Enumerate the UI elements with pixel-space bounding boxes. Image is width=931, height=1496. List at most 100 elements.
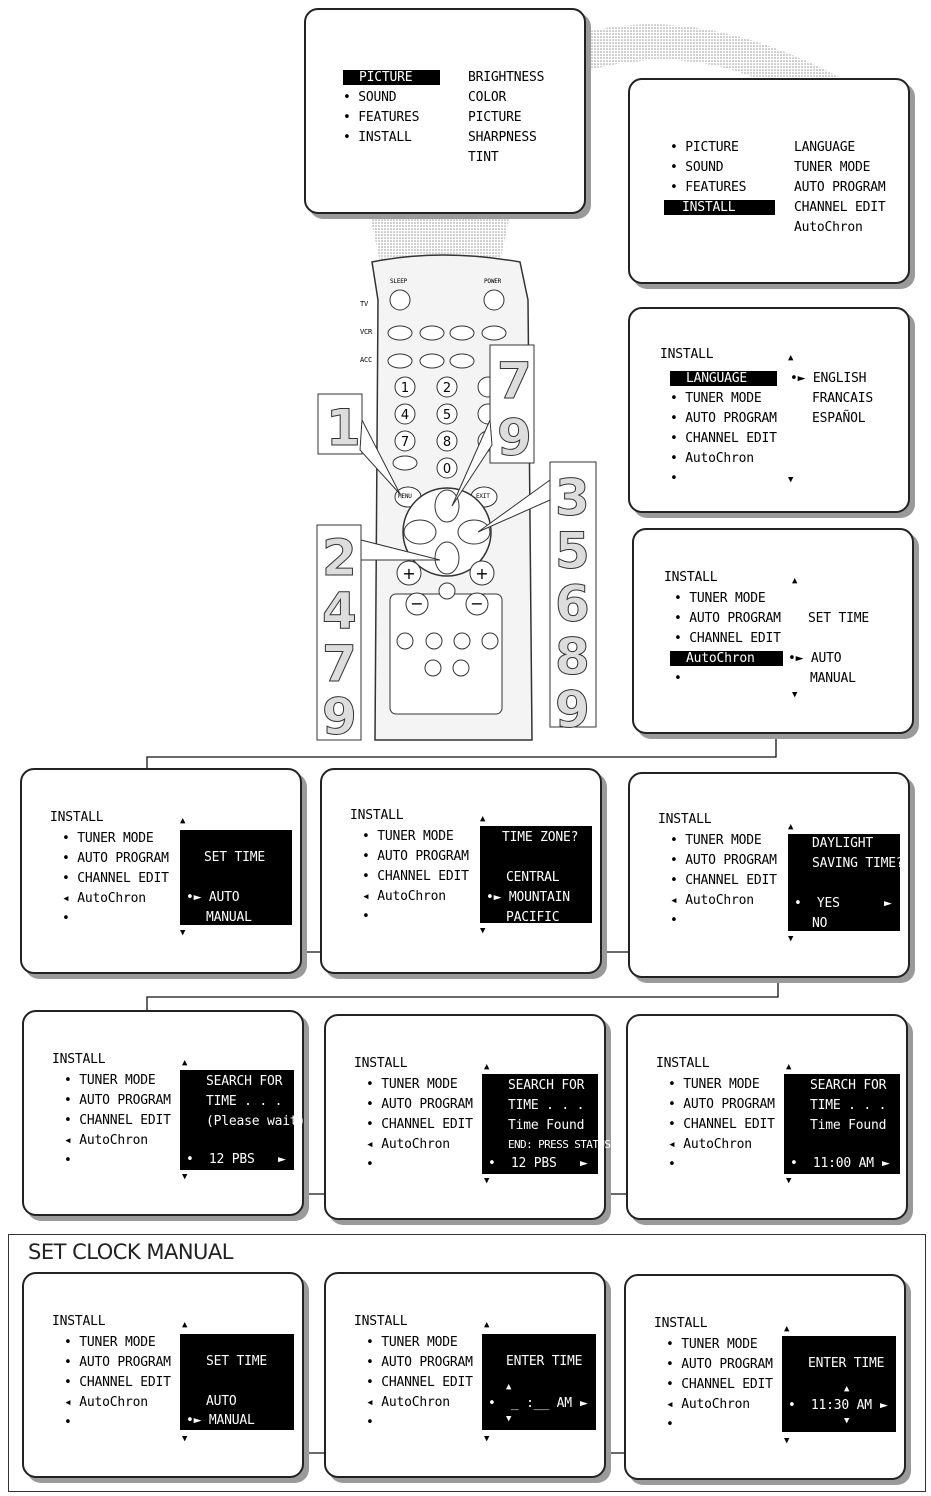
svg-text:9: 9 [555,681,590,739]
install-item-channel-edit[interactable]: CHANNEL EDIT [689,631,781,646]
svg-text:7: 7 [322,635,357,693]
digit-4: 4 [401,408,409,423]
option-auto-selected[interactable]: AUTO [208,890,240,905]
exit-button-label[interactable]: EXIT [476,493,490,500]
step-number-1: 1 [326,399,361,457]
svg-text:+: + [402,564,415,583]
menu-item-features[interactable]: FEATURES [358,110,420,125]
search-time-found-screen: INSTALL • TUNER MODE • AUTO PROGRAM • CH… [324,1014,611,1220]
option-manual[interactable]: MANUAL [206,910,252,925]
screen-title: INSTALL [350,808,404,823]
install-item-tuner-mode[interactable]: TUNER MODE [689,591,766,606]
menu-item-sound[interactable]: SOUND [685,160,724,175]
svg-text:9: 9 [322,688,357,746]
set-time-manual[interactable]: MANUAL [810,671,856,686]
set-clock-manual-section [8,1234,926,1492]
screen-title: INSTALL [52,1314,106,1329]
menu-item-picture-selected[interactable]: PICTURE [343,70,441,85]
channel-readout: 12 PBS [208,1152,255,1167]
menu-item-picture[interactable]: PICTURE [685,140,739,155]
language-option[interactable]: ESPAÑOL [812,411,866,426]
submenu-panel: DAYLIGHT SAVING TIME? • YES ► NO [788,834,904,931]
install-menu-screen: • PICTURE • SOUND • FEATURES INSTALL LAN… [628,78,910,284]
svg-text:8: 8 [555,628,590,686]
enter-time-filled-screen: INSTALL • TUNER MODE • AUTO PROGRAM • CH… [624,1274,906,1480]
option-auto[interactable]: AUTO [206,1394,237,1409]
svg-text:6: 6 [555,575,590,633]
screen-title: INSTALL [52,1052,106,1067]
screen-title: INSTALL [50,810,104,825]
set-time-auto-screen: INSTALL • TUNER MODE • AUTO PROGRAM • CH… [20,768,302,974]
install-item-autochron[interactable]: AutoChron [685,451,754,466]
set-time-auto[interactable]: AUTO [810,651,842,666]
language-options: •► ENGLISH FRANCAIS ESPAÑOL [790,369,873,429]
digit-1: 1 [401,381,409,396]
digit-0: 0 [443,462,451,477]
install-item-autochron-selected[interactable]: AutoChron [670,651,783,666]
time-entry-field[interactable]: _ :__ AM [510,1396,572,1411]
install-submenu: LANGUAGE TUNER MODE AUTO PROGRAM CHANNEL… [794,140,886,235]
search-time-wait-screen: INSTALL • TUNER MODE • AUTO PROGRAM • CH… [22,1010,305,1216]
time-found-screen: INSTALL • TUNER MODE • AUTO PROGRAM • CH… [626,1014,908,1220]
screen-title: INSTALL [656,1056,710,1071]
install-item-tuner-mode[interactable]: TUNER MODE [685,391,762,406]
option-manual-selected[interactable]: MANUAL [208,1413,255,1428]
option-no[interactable]: NO [812,916,828,931]
picture-submenu: BRIGHTNESS COLOR PICTURE SHARPNESS TINT [468,70,545,165]
digit-7: 7 [401,435,409,450]
submenu-panel: SEARCH FOR TIME . . . Time Found • 11:00… [784,1074,900,1174]
scroll-down-arrow: ▼ [792,690,798,700]
screen-title: INSTALL [664,570,718,585]
tz-option[interactable]: CENTRAL [506,870,560,885]
language-option[interactable]: ENGLISH [812,371,867,386]
language-option[interactable]: FRANCAIS [812,391,874,406]
remote-mode-labels: TV VCR ACC [360,300,373,364]
svg-text:−: − [410,594,423,613]
submenu-panel: SEARCH FOR TIME . . . Time Found END: PR… [482,1074,611,1174]
enter-time-blank-screen: INSTALL • TUNER MODE • AUTO PROGRAM • CH… [324,1272,606,1478]
submenu-panel: TIME ZONE? CENTRAL •► MOUNTAIN PACIFIC [480,826,592,925]
tz-option[interactable]: PACIFIC [506,910,560,925]
time-zone-screen: INSTALL • TUNER MODE • AUTO PROGRAM • CH… [320,768,602,974]
autochron-screen: INSTALL • TUNER MODE • AUTO PROGRAM • CH… [632,528,914,734]
found-time-readout: 11:00 AM [812,1156,874,1171]
digit-5: 5 [443,408,451,423]
svg-text:5: 5 [555,522,590,580]
tz-option-selected[interactable]: MOUNTAIN [508,890,570,905]
section-title: SET CLOCK MANUAL [28,1240,233,1264]
screen-title: INSTALL [354,1056,408,1071]
svg-text:+: + [475,564,488,583]
screen-title: INSTALL [654,1316,708,1331]
screen-title: INSTALL [354,1314,408,1329]
svg-text:−: − [470,594,483,613]
menu-button-label[interactable]: MENU [398,493,412,500]
scroll-up-arrow: ▲ [792,576,798,586]
submenu-panel: SET TIME •► AUTO MANUAL [180,830,292,925]
install-item-auto-program[interactable]: AUTO PROGRAM [685,411,777,426]
svg-text:3: 3 [555,469,590,527]
svg-text:4: 4 [322,582,357,640]
install-item-language-selected[interactable]: LANGUAGE [670,371,778,386]
time-entry-field[interactable]: 11:30 AM [810,1398,872,1413]
main-menu-screen: PICTURE • SOUND • FEATURES • INSTALL BRI… [304,8,586,214]
set-time-label: SET TIME [808,611,870,626]
power-button-label[interactable]: POWER [484,278,502,285]
ir-beam [370,215,510,262]
svg-text:2: 2 [322,529,357,587]
install-item-auto-program[interactable]: AUTO PROGRAM [689,611,781,626]
digit-8: 8 [443,435,451,450]
language-screen: INSTALL LANGUAGE • TUNER MODE • AUTO PRO… [628,307,910,513]
digit-2: 2 [443,381,451,396]
submenu-panel: ENTER TIME ▲ • _ :__ AM ▼ ► [482,1334,596,1430]
menu-item-install-selected[interactable]: INSTALL [664,200,776,215]
step-number-9: 9 [497,409,532,467]
scroll-up-arrow: ▲ [788,353,794,363]
menu-item-sound[interactable]: SOUND [358,90,397,105]
menu-item-features[interactable]: FEATURES [685,180,747,195]
menu-item-install[interactable]: INSTALL [358,130,412,145]
sleep-button-label[interactable]: SLEEP [390,278,408,285]
install-item-channel-edit[interactable]: CHANNEL EDIT [685,431,777,446]
option-yes-selected[interactable]: YES [816,896,840,911]
scroll-down-arrow: ▼ [788,475,794,485]
